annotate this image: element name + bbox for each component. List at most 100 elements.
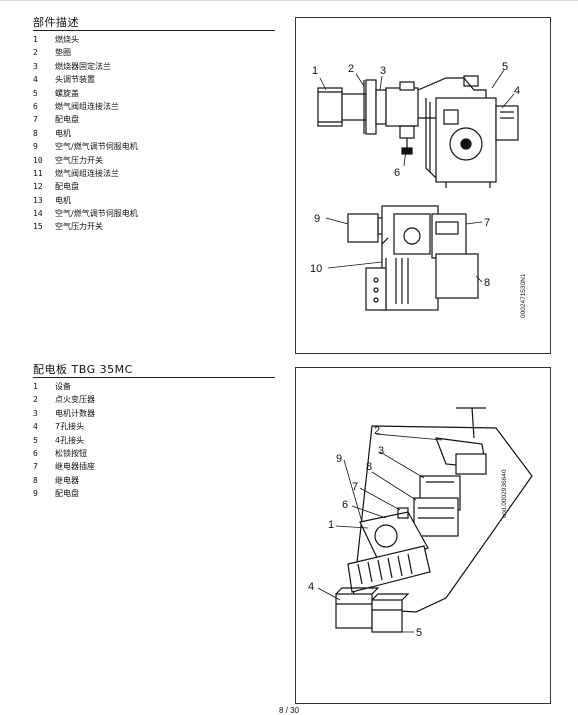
callout-8: 8 [484, 277, 490, 289]
item-label: 配电盘 [55, 115, 79, 125]
item-number: 10 [33, 155, 43, 165]
burner-drawing: 1 2 3 5 4 6 9 [310, 61, 527, 318]
item-label: 配电盘 [55, 489, 79, 499]
item-label: 螺旋盖 [55, 88, 79, 98]
item-number: 5 [33, 88, 38, 98]
item-label: 垫圈 [55, 48, 71, 58]
list-item: 1 燃烧头 [33, 33, 283, 46]
list-item: 5 螺旋盖 [33, 87, 283, 100]
item-number: 8 [33, 475, 38, 485]
item-number: 2 [33, 395, 38, 405]
list-item: 12 配电盘 [33, 180, 283, 193]
list-item: 4 头调节装置 [33, 73, 283, 86]
section-title-panel: 配电板 TBG 35MC [33, 363, 275, 378]
callout-7: 7 [484, 217, 490, 229]
list-item: 3 燃烧器固定法兰 [33, 60, 283, 73]
item-number: 4 [33, 422, 38, 432]
panel-figure: 2 3 9 8 7 6 1 4 5 cod.0002936640 [295, 367, 551, 704]
list-item: 1 设备 [33, 380, 283, 393]
callout-4: 4 [514, 85, 520, 97]
list-item: 7 配电盘 [33, 113, 283, 126]
panel-components-list: 1 设备 2 点火变压器 3 电机计数器 4 7孔接头 5 4孔接头 6 松锁按钮 7 继电器插座 8 继电器… [33, 380, 283, 501]
item-label: 点火变压器 [55, 395, 95, 405]
callout-9: 9 [314, 213, 320, 225]
burner-figure: 1 2 3 5 4 6 9 [295, 17, 551, 354]
list-item: 6 松锁按钮 [33, 447, 283, 460]
list-item: 8 继电器 [33, 474, 283, 487]
item-number: 13 [33, 195, 43, 205]
callout-4: 4 [308, 581, 314, 593]
callout-6: 6 [394, 167, 400, 179]
list-item: 11 燃气阀组连接法兰 [33, 167, 283, 180]
callout-1: 1 [328, 519, 334, 531]
page-top-rule [0, 0, 578, 1]
list-item: 7 继电器插座 [33, 460, 283, 473]
item-number: 3 [33, 408, 38, 418]
item-number: 9 [33, 142, 38, 152]
list-item: 4 7孔接头 [33, 420, 283, 433]
item-label: 空气压力开关 [55, 155, 103, 165]
item-number: 1 [33, 35, 38, 44]
list-item: 3 电机计数器 [33, 407, 283, 420]
list-item: 9 配电盘 [33, 487, 283, 500]
item-number: 11 [33, 168, 43, 178]
item-label: 燃气阀组连接法兰 [55, 168, 119, 178]
callout-6: 6 [342, 499, 348, 511]
item-number: 7 [33, 462, 38, 472]
item-number: 5 [33, 435, 38, 445]
item-label: 电机计数器 [55, 408, 95, 418]
item-label: 燃烧头 [55, 35, 79, 44]
item-label: 燃气阀组连接法兰 [55, 101, 119, 111]
list-item: 9 空气/燃气调节伺服电机 [33, 140, 283, 153]
callout-2: 2 [374, 425, 380, 437]
callout-8: 8 [366, 461, 372, 473]
callout-2: 2 [348, 63, 354, 75]
item-number: 15 [33, 222, 43, 232]
item-label: 松锁按钮 [55, 448, 87, 458]
item-number: 7 [33, 115, 38, 125]
item-number: 14 [33, 209, 43, 219]
callout-9: 9 [336, 453, 342, 465]
list-item: 14 空气/燃气调节伺服电机 [33, 207, 283, 220]
item-number: 2 [33, 48, 38, 58]
list-item: 13 电机 [33, 194, 283, 207]
item-label: 4孔接头 [55, 435, 85, 445]
list-item: 15 空气压力开关 [33, 220, 283, 233]
item-number: 4 [33, 75, 38, 85]
item-number: 12 [33, 182, 43, 192]
item-number: 8 [33, 128, 38, 138]
list-item: 6 燃气阀组连接法兰 [33, 100, 283, 113]
item-label: 7孔接头 [55, 422, 85, 432]
item-label: 电机 [55, 195, 71, 205]
panel-drawing: 2 3 9 8 7 6 1 4 5 cod.0002936640 [308, 407, 533, 639]
callout-3: 3 [378, 445, 384, 457]
callout-3: 3 [380, 65, 386, 77]
item-number: 9 [33, 489, 38, 499]
item-number: 3 [33, 61, 38, 71]
figure-code-2: cod.0002936640 [501, 469, 508, 518]
callout-10: 10 [310, 263, 322, 275]
callout-5: 5 [502, 61, 508, 73]
item-number: 6 [33, 101, 38, 111]
callout-5: 5 [416, 627, 422, 639]
section-title-components: 部件描述 [33, 16, 275, 31]
item-label: 继电器 [55, 475, 79, 485]
list-item: 2 点火变压器 [33, 393, 283, 406]
item-label: 头调节装置 [55, 75, 95, 85]
callout-7: 7 [352, 481, 358, 493]
item-label: 空气/燃气调节伺服电机 [55, 209, 138, 219]
item-label: 配电盘 [55, 182, 79, 192]
item-label: 设备 [55, 382, 71, 391]
list-item: 5 4孔接头 [33, 434, 283, 447]
item-label: 空气/燃气调节伺服电机 [55, 142, 138, 152]
list-item: 2 垫圈 [33, 46, 283, 59]
item-label: 继电器插座 [55, 462, 95, 472]
item-number: 6 [33, 448, 38, 458]
item-label: 空气压力开关 [55, 222, 103, 232]
list-item: 10 空气压力开关 [33, 154, 283, 167]
item-number: 1 [33, 382, 38, 391]
figure-code-1: 0002471530N1 [520, 273, 527, 318]
item-label: 燃烧器固定法兰 [55, 61, 111, 71]
